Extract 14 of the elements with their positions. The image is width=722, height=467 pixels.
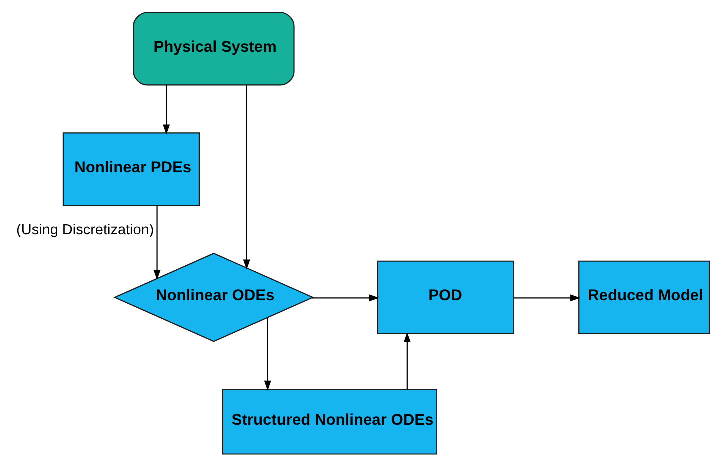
node-box: Nonlinear PDEs — [62, 132, 200, 206]
node-diamond: Nonlinear ODEs — [113, 252, 314, 342]
arrow — [311, 294, 379, 302]
node-box: Physical System — [132, 12, 294, 86]
arrow — [403, 332, 410, 390]
arrow — [153, 206, 160, 280]
arrow — [162, 85, 170, 135]
node-box: Structured Nonlinear ODEs — [222, 389, 437, 455]
arrow — [264, 318, 271, 391]
edge-label: (Using Discretization) — [16, 222, 154, 238]
arrow — [242, 86, 250, 270]
arrow — [514, 294, 580, 302]
node-box: Reduced Model — [578, 260, 710, 334]
node-box: POD — [376, 260, 514, 334]
